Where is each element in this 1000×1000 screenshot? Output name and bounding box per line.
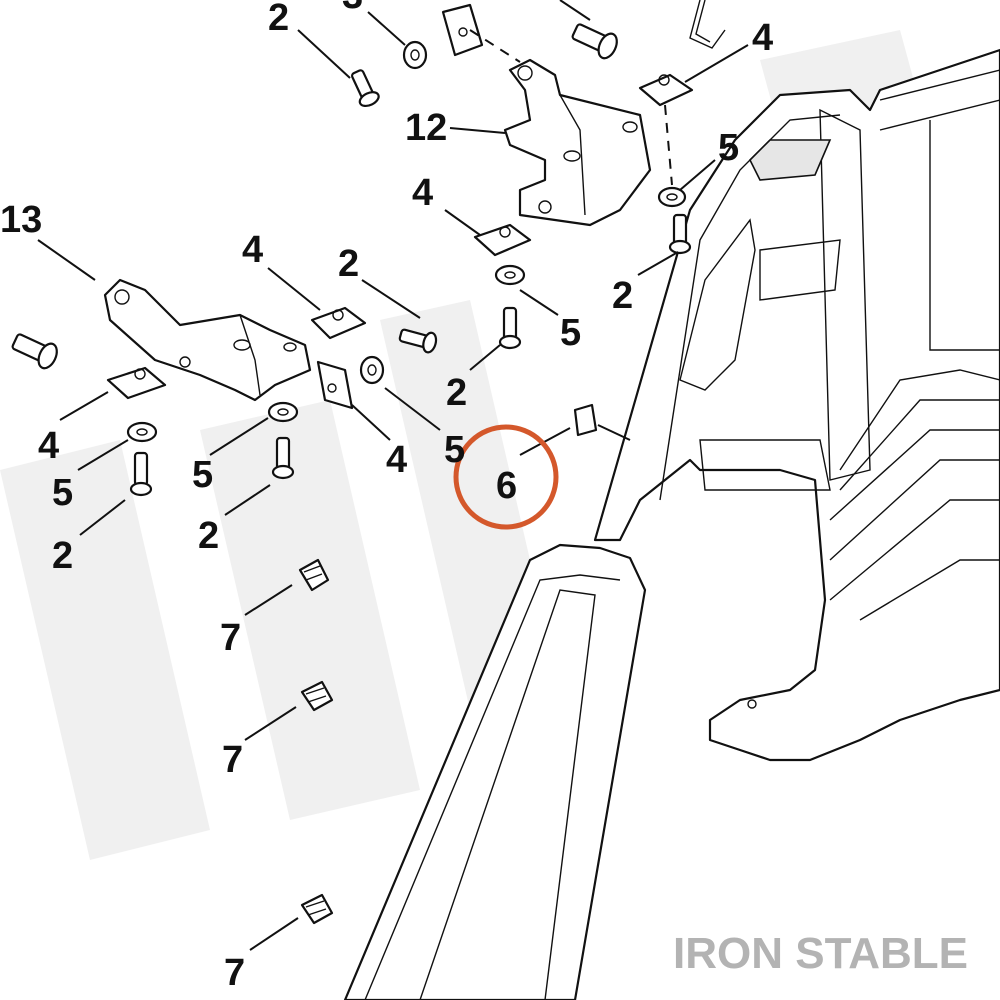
brand-watermark: IRON STABLE (673, 929, 968, 978)
callout-2: 2 (446, 372, 467, 414)
callout-3: 3 (342, 0, 363, 17)
bolt-drawings (11, 23, 692, 497)
callout-4: 4 (386, 439, 407, 481)
callout-2: 2 (198, 515, 219, 557)
bracket-13-drawing (103, 278, 312, 402)
callout-5: 5 (718, 127, 739, 169)
clip-6-drawing (573, 403, 598, 437)
callout-4: 4 (38, 425, 59, 467)
callout-2: 2 (338, 243, 359, 285)
callout-6: 6 (496, 465, 517, 507)
callout-13: 13 (0, 199, 42, 241)
callout-2: 2 (52, 535, 73, 577)
lower-trim-drawing (343, 543, 647, 1000)
callout-4: 4 (242, 229, 263, 271)
callout-5: 5 (560, 312, 581, 354)
alignment-lines (469, 29, 673, 186)
fairing-panel-drawing (593, 48, 1000, 762)
callout-5: 5 (444, 429, 465, 471)
callout-2: 2 (268, 0, 289, 39)
clip-nut-drawings (106, 3, 694, 410)
callout-6-highlight-circle (453, 424, 559, 530)
callout-7: 7 (220, 617, 241, 659)
callout-12: 12 (405, 107, 447, 149)
callout-7: 7 (222, 739, 243, 781)
washer-drawings (126, 40, 687, 443)
spring-clip-7-drawings (298, 558, 334, 925)
callout-5: 5 (192, 454, 213, 496)
callout-5: 5 (52, 472, 73, 514)
bracket-12-drawing (503, 58, 652, 227)
leader-lines (37, 0, 749, 951)
callout-4: 4 (412, 172, 433, 214)
callout-2: 2 (612, 275, 633, 317)
callout-7: 7 (224, 952, 245, 994)
callout-numbers: 2 3 4 12 5 4 13 4 2 2 5 2 4 5 5 4 5 6 5 … (0, 0, 773, 994)
callout-4: 4 (752, 17, 773, 59)
hook-wire-drawing (689, 0, 726, 49)
